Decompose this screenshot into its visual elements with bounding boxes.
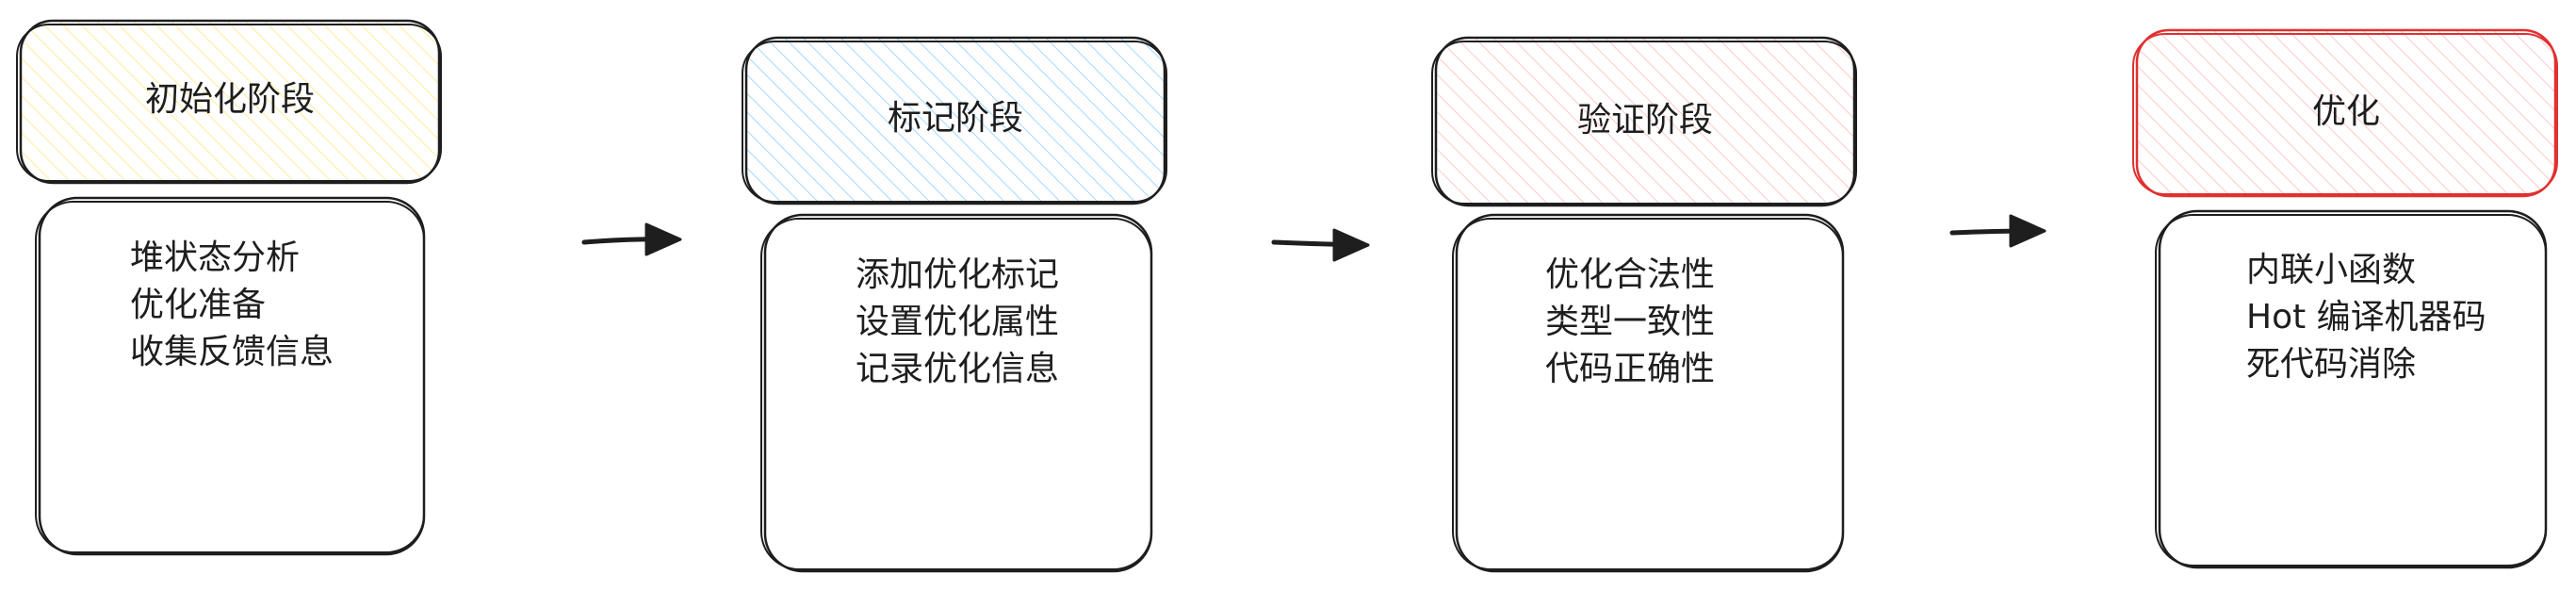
stage-header-box-outline [1431,41,1857,205]
stage-header-box [19,19,441,185]
stage-header-box-outline [2132,33,2558,195]
stage-header-box-outline [16,24,442,182]
stage-marking: 标记阶段 添加优化标记 设置优化属性 记录优化信息 [742,36,1167,573]
stage-header-box-outline [742,41,1167,203]
stage-item: 收集反馈信息 [130,333,334,371]
stage-optimization: 优化 内联小函数 Hot 编译机器码 死代码消除 [2132,28,2558,569]
stage-title: 优化 [2312,92,2380,131]
stage-header-box [744,36,1166,205]
stage-item: 代码正确性 [1545,350,1715,388]
stage-title: 初始化阶段 [145,80,315,119]
stage-item: 死代码消除 [2246,345,2416,384]
flow-arrow [581,222,682,256]
flow-arrow [1271,228,1370,262]
stage-item: 内联小函数 [2246,251,2416,289]
stage-header-box [2135,28,2557,198]
stage-verification: 验证阶段 优化合法性 类型一致性 代码正确性 [1431,36,1857,573]
stage-item: 优化准备 [130,286,266,324]
stage-body-box-outline [2155,214,2547,566]
stage-title: 标记阶段 [888,99,1023,138]
stage-item: 设置优化属性 [856,303,1059,341]
stage-initialization: 初始化阶段 堆状态分析 优化准备 收集反馈信息 [16,19,442,556]
stage-header-box [1434,36,1856,207]
stage-item: 添加优化标记 [856,255,1059,294]
stage-item: 记录优化信息 [856,350,1059,388]
stage-item: Hot 编译机器码 [2246,298,2486,337]
stage-item: 堆状态分析 [130,238,300,277]
stage-item: 类型一致性 [1545,303,1715,341]
stage-title: 验证阶段 [1577,101,1713,140]
flow-arrow [1949,214,2046,248]
stage-item: 优化合法性 [1545,255,1715,294]
stage-body-box-outline [1452,218,1844,570]
stage-body-box-outline [760,218,1152,570]
stage-body-box-outline [35,201,425,553]
